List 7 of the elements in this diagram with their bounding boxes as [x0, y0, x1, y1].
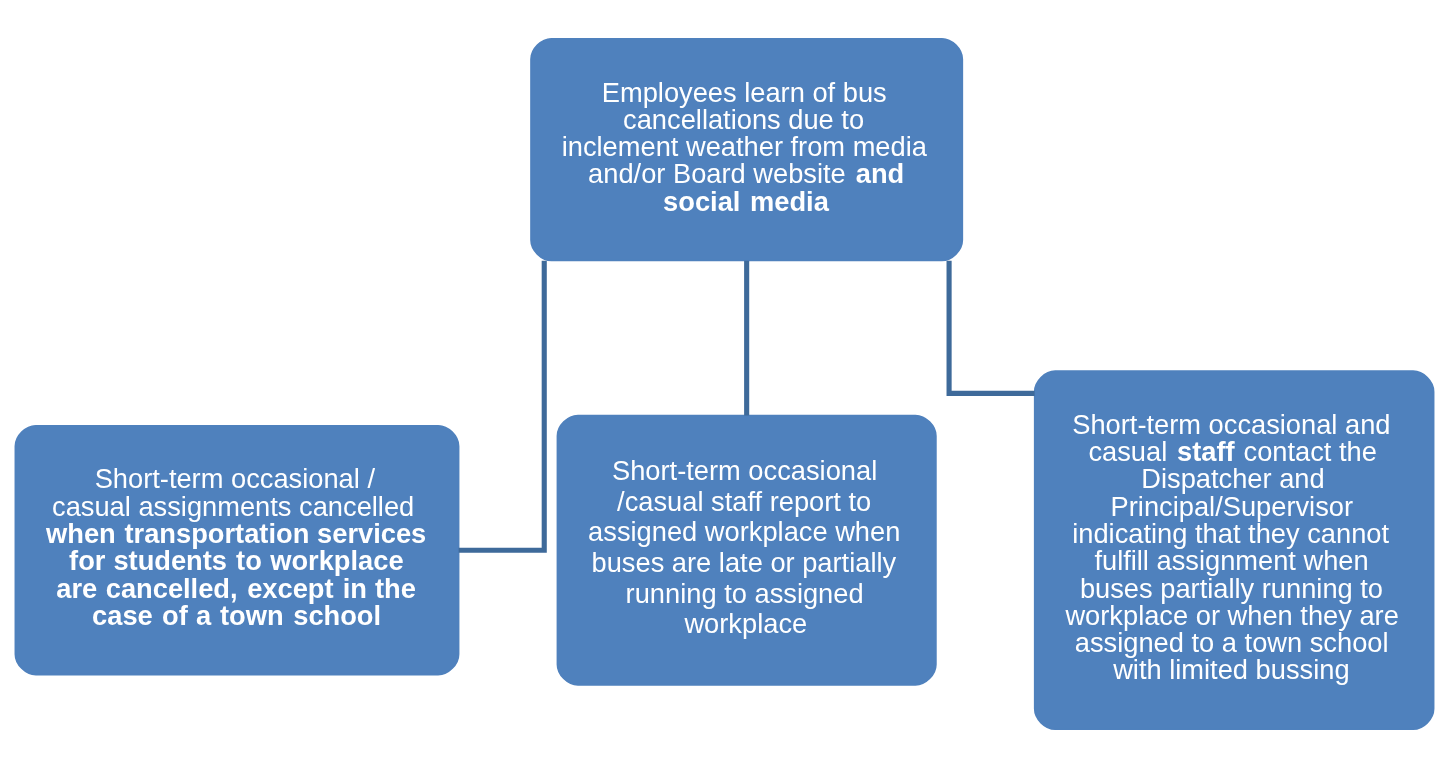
node-box: Short-term occasional /casual staff report to assigned workplace when buses are late or partially running to assigned workplace — [556, 414, 937, 686]
node-box: Short-term occasional and casual staff contact the Dispatcher and Principal/Supervisor indicating that they cannot fulfill assignment when buses partially running to workplace or when they are assigned to a town school with limited bussing — [1033, 370, 1435, 731]
connector — [458, 260, 547, 553]
node-box: Short-term occasional / casual assignments cancelled when transportation services for students to workplace are cancelled, except in the case of a town school — [14, 424, 460, 676]
connector — [744, 260, 750, 416]
connector — [946, 260, 1035, 396]
node-box: Employees learn of bus cancellations due to inclement weather from media and/or Board website and social media — [530, 37, 964, 262]
